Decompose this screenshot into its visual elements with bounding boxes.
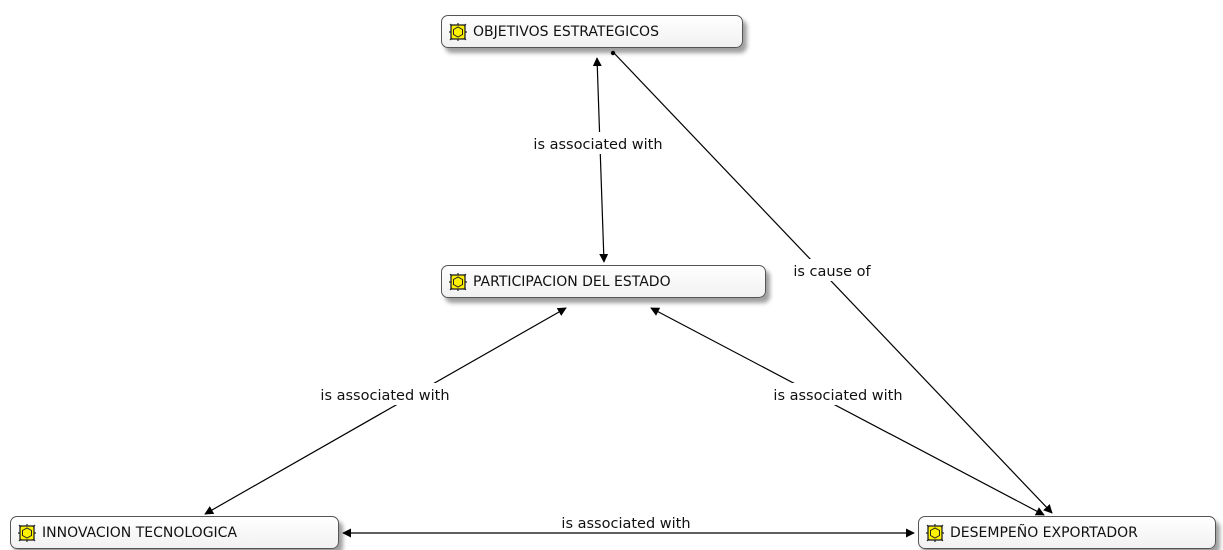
link-label-innovacion-desempeno: is associated with [561, 516, 690, 532]
link-line-participacion-desempeno[interactable] [650, 307, 1045, 516]
link-line-objetivos-participacion[interactable] [592, 57, 609, 263]
link-label-participacion-innovacion: is associated with [320, 388, 449, 404]
link-label-objetivos-desempeno: is cause of [793, 264, 871, 280]
concept-icon [18, 523, 36, 542]
link-label-objetivos-participacion: is associated with [533, 137, 662, 153]
concept-desempeno-exportador[interactable]: DESEMPEÑO EXPORTADOR [918, 516, 1216, 549]
link-start-dot [610, 50, 616, 56]
concept-icon [449, 272, 467, 291]
concept-label: INNOVACION TECNOLOGICA [42, 524, 238, 541]
concept-icon [449, 22, 467, 41]
concept-label: DESEMPEÑO EXPORTADOR [950, 524, 1138, 541]
concept-icon [926, 523, 944, 542]
concept-participacion-del-estado[interactable]: PARTICIPACION DEL ESTADO [441, 265, 766, 298]
link-line-participacion-innovacion[interactable] [204, 307, 567, 515]
link-label-participacion-desempeno: is associated with [773, 388, 902, 404]
concept-label: PARTICIPACION DEL ESTADO [473, 273, 671, 290]
concept-objetivos-estrategicos[interactable]: OBJETIVOS ESTRATEGICOS [441, 15, 743, 48]
concept-label: OBJETIVOS ESTRATEGICOS [473, 23, 659, 40]
concept-innovacion-tecnologica[interactable]: INNOVACION TECNOLOGICA [10, 516, 339, 549]
